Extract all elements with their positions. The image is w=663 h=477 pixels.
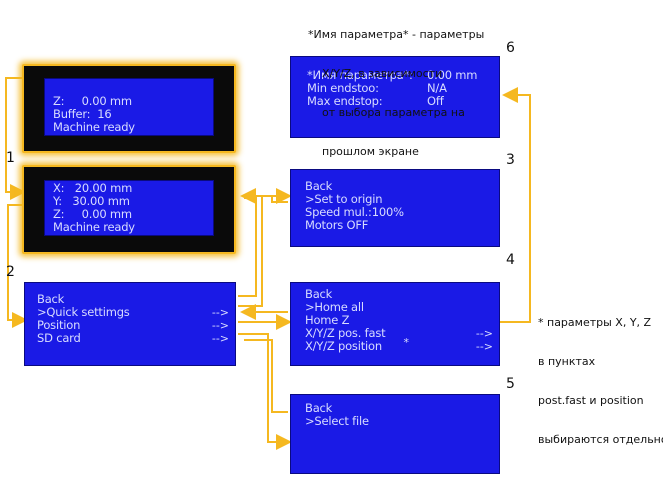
submenu-arrow: --> xyxy=(211,332,229,345)
arrow-menu-to-sd xyxy=(238,333,292,450)
label-6: 6 xyxy=(506,40,515,56)
arrow-1-to-2 xyxy=(5,77,26,200)
label-2: 2 xyxy=(6,264,15,280)
param-max-endstop: Max endstop: xyxy=(307,94,383,108)
submenu-arrow: --> xyxy=(211,319,229,332)
arrow-2-to-1 xyxy=(5,77,22,193)
lcd-position: Back >Home all Home Z X/Y/Z pos. fast X/… xyxy=(290,282,500,366)
submenu-arrow: --> xyxy=(475,340,493,353)
lcd-line: X: 20.00 mm xyxy=(53,181,133,195)
submenu-arrow: --> xyxy=(211,306,229,319)
lcd-line: Buffer: 16 xyxy=(53,107,112,121)
lcd-quick-settings: Back >Set to origin Speed mul.:100% Moto… xyxy=(290,169,500,247)
lcd-line: Y: 30.00 mm xyxy=(53,194,130,208)
arrow-position-to-param xyxy=(500,87,531,323)
arrow-2-to-menu xyxy=(7,204,28,328)
submenu-arrow: --> xyxy=(475,327,493,340)
menu-item-back[interactable]: Back xyxy=(305,401,333,415)
arrow-menu-back xyxy=(238,197,257,297)
lcd-parameter: *Имя параметра*: Min endstoo: Max endsto… xyxy=(290,56,500,138)
label-5: 5 xyxy=(506,376,515,392)
lcd-line: Z: 0.00 mm xyxy=(53,94,132,108)
param-max-value: Off xyxy=(427,94,444,108)
menu-item-back[interactable]: Back xyxy=(305,287,333,301)
arrow-menu-to-quick xyxy=(238,188,292,307)
lcd-main-menu: Back >Quick settimgs Position SD card --… xyxy=(24,282,236,366)
label-3: 3 xyxy=(506,152,515,168)
lcd-status-xyz: X: 20.00 mm Y: 30.00 mm Z: 0.00 mm Machi… xyxy=(44,180,214,236)
lcd-line: Machine ready xyxy=(53,120,135,134)
menu-item-quick-settings[interactable]: >Quick settimgs xyxy=(37,305,130,319)
menu-item-home-z[interactable]: Home Z xyxy=(305,313,350,327)
arrow-sd-back xyxy=(244,339,288,413)
menu-item-position[interactable]: X/Y/Z position xyxy=(305,339,382,353)
menu-item-motors-off[interactable]: Motors OFF xyxy=(305,218,369,232)
menu-item-sd-card[interactable]: SD card xyxy=(37,331,81,345)
menu-item-speed-mul[interactable]: Speed mul.:100% xyxy=(305,205,404,219)
label-1: 1 xyxy=(6,150,15,166)
arrow-quick-to-status xyxy=(240,188,288,204)
note-right: * параметры X, Y, Z в пунктах post.fast … xyxy=(538,316,663,446)
note-top: *Имя параметра* - параметры X/Y/Z, в зав… xyxy=(308,28,485,158)
lcd-sd-card: Back >Select file xyxy=(290,394,500,474)
param-min-value: N/A xyxy=(427,81,447,95)
menu-item-select-file[interactable]: >Select file xyxy=(305,414,369,428)
menu-item-pos-fast[interactable]: X/Y/Z pos. fast xyxy=(305,326,386,340)
param-name: *Имя параметра*: xyxy=(307,68,413,82)
menu-item-home-all[interactable]: >Home all xyxy=(305,300,364,314)
menu-item-back[interactable]: Back xyxy=(305,179,333,193)
lcd-line: Machine ready xyxy=(53,220,135,234)
label-4: 4 xyxy=(506,252,515,268)
menu-item-position[interactable]: Position xyxy=(37,318,81,332)
star-marker: * xyxy=(403,336,410,349)
menu-item-set-origin[interactable]: >Set to origin xyxy=(305,192,383,206)
lcd-line: Z: 0.00 mm xyxy=(53,207,132,221)
param-min-endstop: Min endstoo: xyxy=(307,81,379,95)
param-value: 0.00 mm xyxy=(427,68,478,82)
menu-item-back[interactable]: Back xyxy=(37,292,65,306)
lcd-status-z: Z: 0.00 mm Buffer: 16 Machine ready xyxy=(44,78,214,136)
